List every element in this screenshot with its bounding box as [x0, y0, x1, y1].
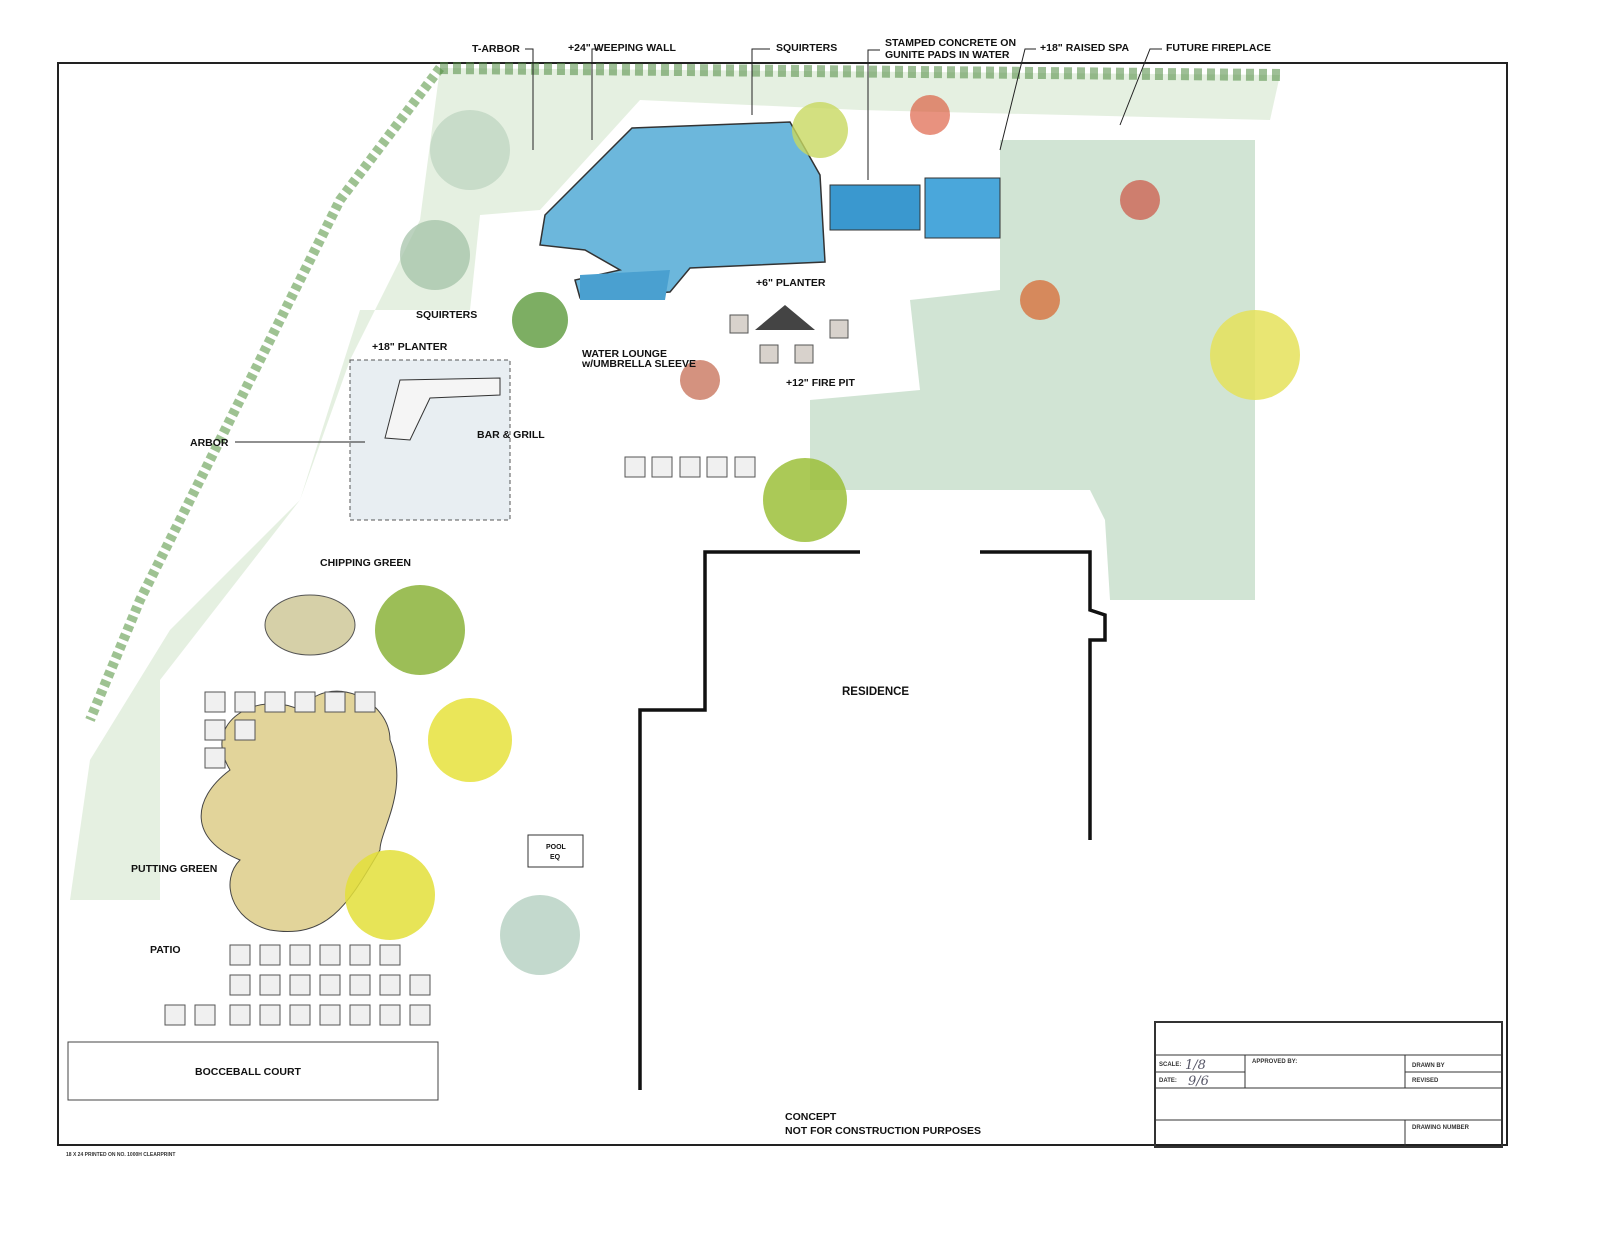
fire-pit — [729, 305, 849, 364]
sheet-border — [57, 62, 1508, 1146]
bar-counter — [384, 377, 501, 441]
date-label: DATE: — [1159, 1078, 1177, 1084]
drawn-by-label: DRAWN BY — [1412, 1063, 1445, 1069]
title-block — [1154, 1021, 1503, 1148]
spa-pad — [829, 184, 921, 231]
label-raised-spa: +18" RAISED SPA — [1040, 42, 1130, 54]
label-putting-green: PUTTING GREEN — [131, 863, 217, 875]
label-concept: CONCEPT — [785, 1111, 837, 1123]
label-fire-pit: +12" FIRE PIT — [786, 377, 855, 389]
drawing-number-label: DRAWING NUMBER — [1412, 1125, 1470, 1131]
label-pool-eq-1: POOL — [546, 844, 567, 851]
tree-symbols — [345, 95, 1300, 975]
chipping-green — [264, 594, 356, 656]
label-water-lounge-1: WATER LOUNGE — [582, 348, 667, 360]
label-pool-eq-2: EQ — [550, 854, 561, 861]
label-chipping-green: CHIPPING GREEN — [320, 557, 411, 569]
hedge-top — [439, 62, 1281, 81]
residence-outline — [638, 550, 1107, 1090]
label-planter-18: +18" PLANTER — [372, 341, 448, 353]
raised-spa — [924, 177, 1001, 239]
label-water-lounge-2: w/UMBRELLA SLEEVE — [581, 358, 696, 370]
bocceball-court — [67, 1041, 439, 1101]
label-squirters-left: SQUIRTERS — [416, 309, 477, 321]
label-stamped-concrete-1: STAMPED CONCRETE ON — [885, 37, 1016, 49]
lawn — [810, 140, 1255, 600]
pool-equipment-box — [527, 834, 584, 868]
approved-by-label: APPROVED BY: — [1252, 1059, 1297, 1065]
label-bar-grill: BAR & GRILL — [477, 429, 545, 441]
label-residence: RESIDENCE — [842, 686, 909, 698]
scale-label: SCALE: — [1159, 1062, 1181, 1068]
label-squirters-top: SQUIRTERS — [776, 42, 837, 54]
pool — [539, 121, 826, 299]
label-patio: PATIO — [150, 944, 181, 956]
label-t-arbor: T-ARBOR — [472, 43, 520, 55]
label-bocceball-court: BOCCEBALL COURT — [195, 1066, 302, 1078]
revised-label: REVISED — [1412, 1078, 1439, 1084]
label-planter-6: +6" PLANTER — [756, 277, 826, 289]
water-lounge — [580, 270, 670, 300]
scale-value: 1/8 — [1185, 1058, 1206, 1073]
date-value: 9/6 — [1188, 1074, 1209, 1089]
paver-grid — [164, 456, 756, 1026]
footer-note: 18 X 24 PRINTED ON NO. 1000H CLEARPRINT — [66, 1152, 175, 1158]
hedge-border — [85, 64, 444, 722]
label-arbor: ARBOR — [190, 437, 229, 449]
label-future-fireplace: FUTURE FIREPLACE — [1166, 42, 1271, 54]
label-stamped-concrete-2: GUNITE PADS IN WATER — [885, 49, 1010, 61]
label-weeping-wall: +24" WEEPING WALL — [568, 42, 677, 54]
label-not-for-construction: NOT FOR CONSTRUCTION PURPOSES — [785, 1125, 981, 1137]
